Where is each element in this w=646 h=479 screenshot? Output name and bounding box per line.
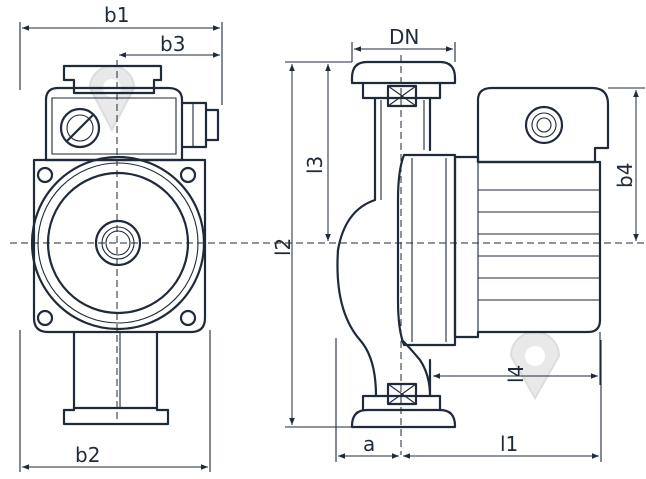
- dim-b4-label: b4: [613, 163, 637, 188]
- dim-a-label: a: [363, 432, 375, 456]
- vent-plug: [94, 219, 142, 267]
- pump-side-view: [336, 55, 610, 455]
- dim-b1-label: b1: [104, 3, 129, 27]
- bottom-flange: [62, 406, 170, 426]
- dim-l4-label: l4: [504, 365, 528, 383]
- dim-l3-label: l3: [303, 156, 327, 174]
- side-motor-body: [453, 155, 602, 339]
- bolt-hole: [36, 166, 54, 184]
- speed-switch-knob: [59, 107, 101, 149]
- dim-b2-label: b2: [75, 443, 100, 467]
- motor-housing: [32, 158, 207, 334]
- terminal-box: [44, 86, 184, 162]
- seal-marker-bottom: [386, 382, 418, 406]
- dimensions: b1 b3 b2 DN l2 l3 b4 l4 a: [19, 3, 645, 472]
- top-flange: [62, 64, 163, 95]
- bolt-hole: [36, 309, 54, 327]
- motor-flange: [396, 153, 457, 347]
- bolt-hole: [179, 166, 197, 184]
- side-top-flange: [350, 60, 457, 85]
- dim-l1-label: l1: [500, 432, 518, 456]
- bolt-hole: [179, 309, 197, 327]
- side-bottom-flange: [350, 408, 457, 429]
- pump-volute: [336, 96, 432, 398]
- seal-marker-top: [386, 84, 418, 108]
- cable-gland: [180, 101, 208, 149]
- motor-cover-inner: [46, 171, 190, 315]
- side-speed-switch: [524, 105, 564, 145]
- dim-b3-label: b3: [160, 32, 185, 56]
- side-terminal-box: [476, 86, 610, 164]
- motor-cover-outer: [30, 155, 206, 331]
- lower-pipe: [72, 330, 159, 410]
- dim-l2-label: l2: [271, 238, 295, 256]
- dim-dn-label: DN: [389, 25, 419, 49]
- pump-front-view: [10, 60, 646, 426]
